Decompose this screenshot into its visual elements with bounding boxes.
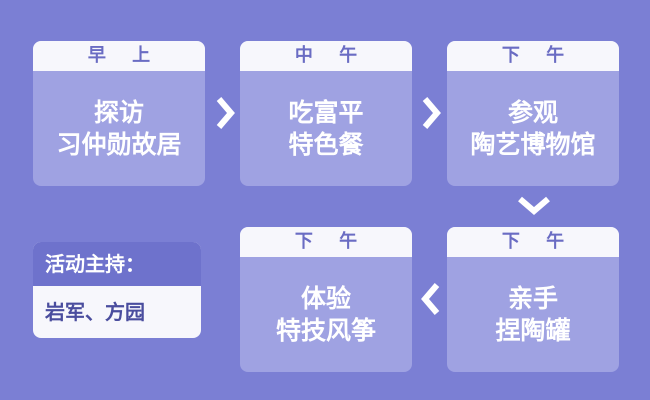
stage-time-label: 下 午	[240, 227, 412, 257]
stage-time-label: 下 午	[447, 41, 619, 71]
stage-activity-line: 捏陶罐	[495, 315, 571, 345]
stage-activity: 体验 特技风筝	[240, 257, 412, 372]
stage-activity-line: 亲手	[507, 283, 558, 313]
stage-activity: 吃富平 特色餐	[240, 71, 412, 186]
host-names: 岩军、方园	[45, 300, 145, 324]
stage-card-noon: 中 午 吃富平 特色餐	[240, 41, 412, 186]
stage-card-afternoon-museum: 下 午 参观 陶艺博物馆	[447, 41, 619, 186]
stage-card-afternoon-kite: 下 午 体验 特技风筝	[240, 227, 412, 372]
host-label: 活动主持：	[33, 242, 201, 286]
stage-activity: 参观 陶艺博物馆	[447, 71, 619, 186]
stage-time-label: 中 午	[240, 41, 412, 71]
stage-activity-line: 体验	[300, 283, 351, 313]
stage-activity-line: 习仲勋故居	[56, 129, 182, 159]
stage-activity-line: 特色餐	[288, 129, 364, 159]
stage-activity-line: 参观	[507, 97, 558, 127]
stage-activity: 探访 习仲勋故居	[33, 71, 205, 186]
stage-time-label: 早 上	[33, 41, 205, 71]
stage-card-afternoon-pottery: 下 午 亲手 捏陶罐	[447, 227, 619, 372]
chevron-down-icon	[514, 190, 554, 220]
stage-activity-line: 陶艺博物馆	[470, 129, 596, 159]
stage-activity-line: 特技风筝	[275, 315, 376, 345]
stage-activity-line: 吃富平	[288, 97, 364, 127]
stage-time-label: 下 午	[447, 227, 619, 257]
stage-activity: 亲手 捏陶罐	[447, 257, 619, 372]
host-box: 活动主持： 岩军、方园	[33, 242, 201, 338]
stage-card-morning: 早 上 探访 习仲勋故居	[33, 41, 205, 186]
chevron-right-icon	[418, 93, 444, 133]
stage-activity-line: 探访	[93, 97, 144, 127]
chevron-left-icon	[418, 279, 444, 319]
chevron-right-icon	[212, 93, 238, 133]
